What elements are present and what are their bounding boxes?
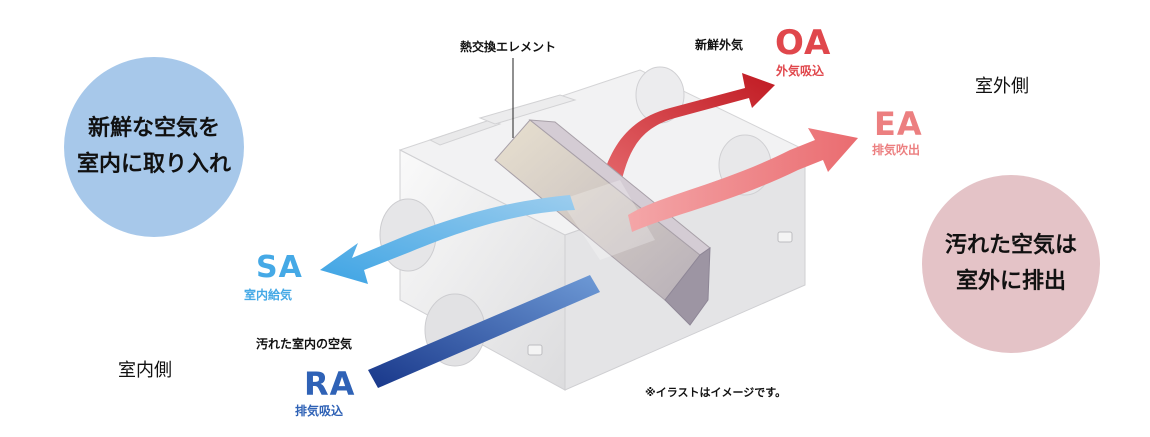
outdoor-side-label: 室外側 (975, 76, 1029, 97)
right-bubble-line1: 汚れた空気は (944, 232, 1077, 258)
heat-exchange-element (494, 119, 711, 326)
oa-arrow (600, 73, 775, 188)
ra-code: RA (304, 365, 356, 403)
left-bubble: 新鮮な空気を 室内に取り入れ (64, 57, 244, 237)
oa-text: 外気吸込 (776, 64, 825, 78)
illustration-note: ※イラストはイメージです。 (645, 386, 787, 399)
ea-code: EA (874, 105, 923, 143)
sa-text: 室内給気 (244, 288, 293, 302)
ea-arrow (628, 128, 858, 232)
dirty-inside-label: 汚れた室内の空気 (256, 337, 353, 351)
ra-arrow (368, 275, 600, 388)
right-bubble: 汚れた空気は 室外に排出 (922, 175, 1100, 353)
fresh-outside-label: 新鮮外気 (695, 38, 744, 52)
indoor-side-label: 室内側 (118, 360, 172, 381)
oa-code: OA (775, 23, 832, 63)
sa-arrow (320, 195, 575, 284)
sa-code: SA (256, 250, 303, 285)
ra-text: 排気吸込 (295, 404, 344, 418)
element-label: 熱交換エレメント (460, 40, 557, 54)
ea-text: 排気吹出 (872, 143, 921, 157)
right-bubble-line2: 室外に排出 (955, 269, 1066, 294)
left-bubble-line1: 新鮮な空気を (87, 115, 220, 141)
left-bubble-line2: 室内に取り入れ (76, 152, 231, 177)
